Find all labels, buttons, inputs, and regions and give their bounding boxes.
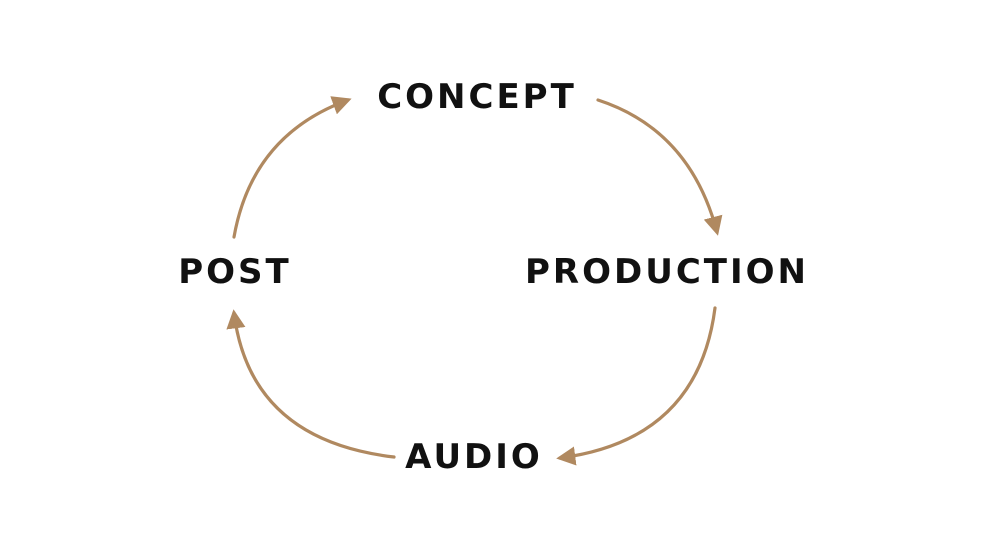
stage-production-label: PRODUCTION [525,252,809,292]
stage-post-label: POST [178,252,292,292]
stage-audio-label: AUDIO [405,437,543,477]
arrow-concept-to-production [596,98,723,236]
arrow-post-to-concept [232,96,352,239]
stage-concept-label: CONCEPT [377,77,577,117]
arrow-audio-to-post [226,309,396,459]
arrow-production-to-audio [556,306,717,466]
